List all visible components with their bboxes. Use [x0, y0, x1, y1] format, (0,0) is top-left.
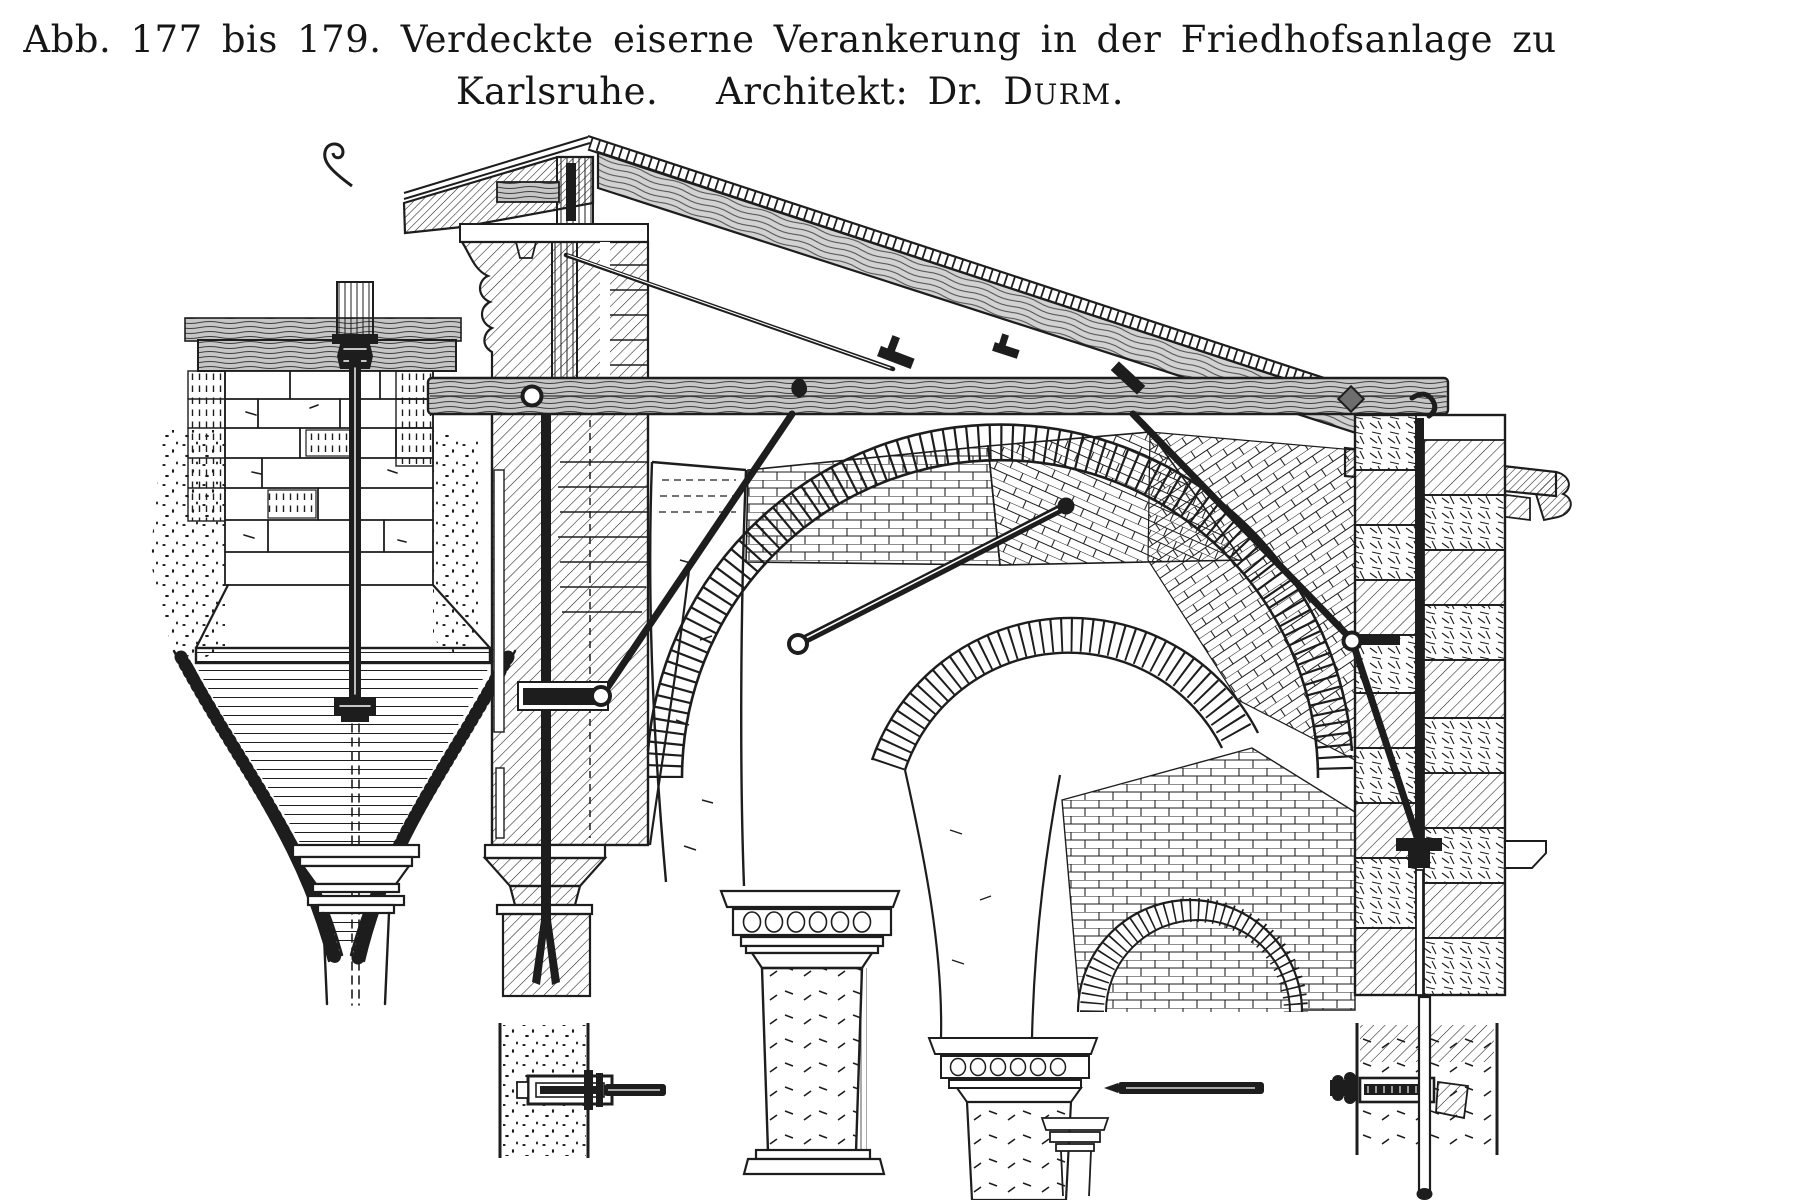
ceiling-beam-band: [184, 317, 462, 342]
caption-line-2: Karlsruhe. Architekt: Dr. Durm.: [0, 68, 1580, 117]
frieze-band: [459, 223, 649, 243]
caption-line-1: Abb. 177 bis 179. Verdeckte eiserne Vera…: [23, 18, 1557, 61]
anchor-plate-a: [584, 1070, 593, 1110]
right-tie-eye: [1341, 630, 1363, 652]
gable-roof-boards: [403, 136, 591, 200]
right-diagonal-tie-upper: [1129, 410, 1356, 644]
rubble-fill-right: [433, 430, 480, 655]
rod-ball-end: [1416, 1188, 1433, 1200]
wall-joint-strip: [600, 242, 610, 392]
column-shaft: [321, 911, 391, 1006]
anchor-channel-upper: [493, 469, 505, 733]
ridge-mortise: [566, 163, 576, 221]
perspective-arcade: [649, 431, 1356, 1200]
wall-anchor-detail-right: [1104, 995, 1499, 1200]
beam-eye-bolt: [520, 384, 544, 408]
anchor-channel-lower: [495, 767, 505, 839]
herringbone-brick-field: [1147, 431, 1356, 761]
left-pier: [482, 390, 650, 998]
tie-beam: [426, 376, 1450, 416]
architect-name-smallcaps: urm: [1033, 77, 1112, 111]
left-diagonal-tie: [599, 410, 796, 698]
anchor-key-block: [1435, 1080, 1470, 1120]
arcade-column-far: [1040, 1117, 1110, 1197]
arcade-spandrel-far: [903, 769, 1062, 1039]
wood-beam: [197, 339, 457, 372]
left-pier-masonry: [490, 390, 650, 847]
rafter-band: [596, 150, 1454, 466]
diamond-bolt-plate: [1336, 384, 1366, 414]
left-gable: [323, 136, 650, 394]
right-diagonal-tie-lower: [1348, 636, 1423, 847]
vault-web-section: [196, 665, 490, 945]
rubble-fill-left: [150, 430, 225, 662]
shaft-shading: [856, 968, 867, 1150]
beam-end-hook: [1409, 391, 1438, 419]
left-pier-rod: [541, 414, 551, 848]
anchor-nut: [334, 698, 376, 722]
arch-opening-edge-left: [648, 561, 692, 846]
middle-brick-arch: [870, 616, 1260, 771]
right-eye-bar: [1356, 635, 1400, 645]
curved-iron-anchor: [787, 497, 1075, 655]
caption-line-2-text: Karlsruhe. Architekt: Dr.: [456, 69, 1004, 113]
vault-springing: [194, 583, 492, 665]
beam-hardware: [791, 333, 1438, 419]
arcade-column-middle: [927, 1037, 1099, 1200]
architect-name-initial: D: [1003, 69, 1034, 113]
vertical-rod-through-detail: [1417, 995, 1432, 1195]
wall-plate-timber: [496, 181, 560, 203]
column-capital: [291, 843, 421, 915]
cornice-ogee-end: [1535, 471, 1572, 522]
masonry-courses: [187, 370, 434, 586]
embedded-wood-post: [551, 241, 578, 393]
wall-anchor-detail-left: [498, 1023, 666, 1158]
left-eye-bracket: [517, 681, 612, 711]
wrought-iron-scroll-left: [323, 142, 353, 188]
main-voussoir-arch: [646, 423, 1354, 779]
right-pier-rod: [1415, 418, 1424, 843]
arcade-spandrel-near: [649, 460, 748, 887]
pier-section-vertical-anchor-figure: [150, 281, 517, 1006]
right-pier-ledge: [1504, 840, 1547, 869]
right-pier-inner-blocks: [1354, 414, 1417, 996]
right-pier-outer-blocks: [1423, 439, 1506, 996]
roof-board-ticks: [588, 137, 1454, 433]
brick-soffit-band: [745, 445, 1001, 566]
right-rod-anchor: [1396, 838, 1442, 996]
wall-course-lines: [610, 264, 648, 366]
wedge-anchor: [532, 845, 560, 985]
caption-line-2-period: .: [1111, 69, 1124, 113]
iron-anchor-system: [517, 252, 1442, 996]
bolt-washer-stack: [1330, 1072, 1358, 1104]
wood-post: [336, 281, 374, 343]
pier-course-lines: [558, 461, 648, 613]
anchor-plate-b: [596, 1073, 603, 1107]
figure-caption: Abb. 177 bis 179. Verdeckte eiserne Vera…: [0, 16, 1580, 117]
thin-tie-highlight: [567, 254, 891, 369]
arcade-column-near: [719, 889, 901, 1176]
beam-bolt-teardrop: [791, 378, 808, 398]
lower-brick-arch: [1061, 747, 1356, 1013]
